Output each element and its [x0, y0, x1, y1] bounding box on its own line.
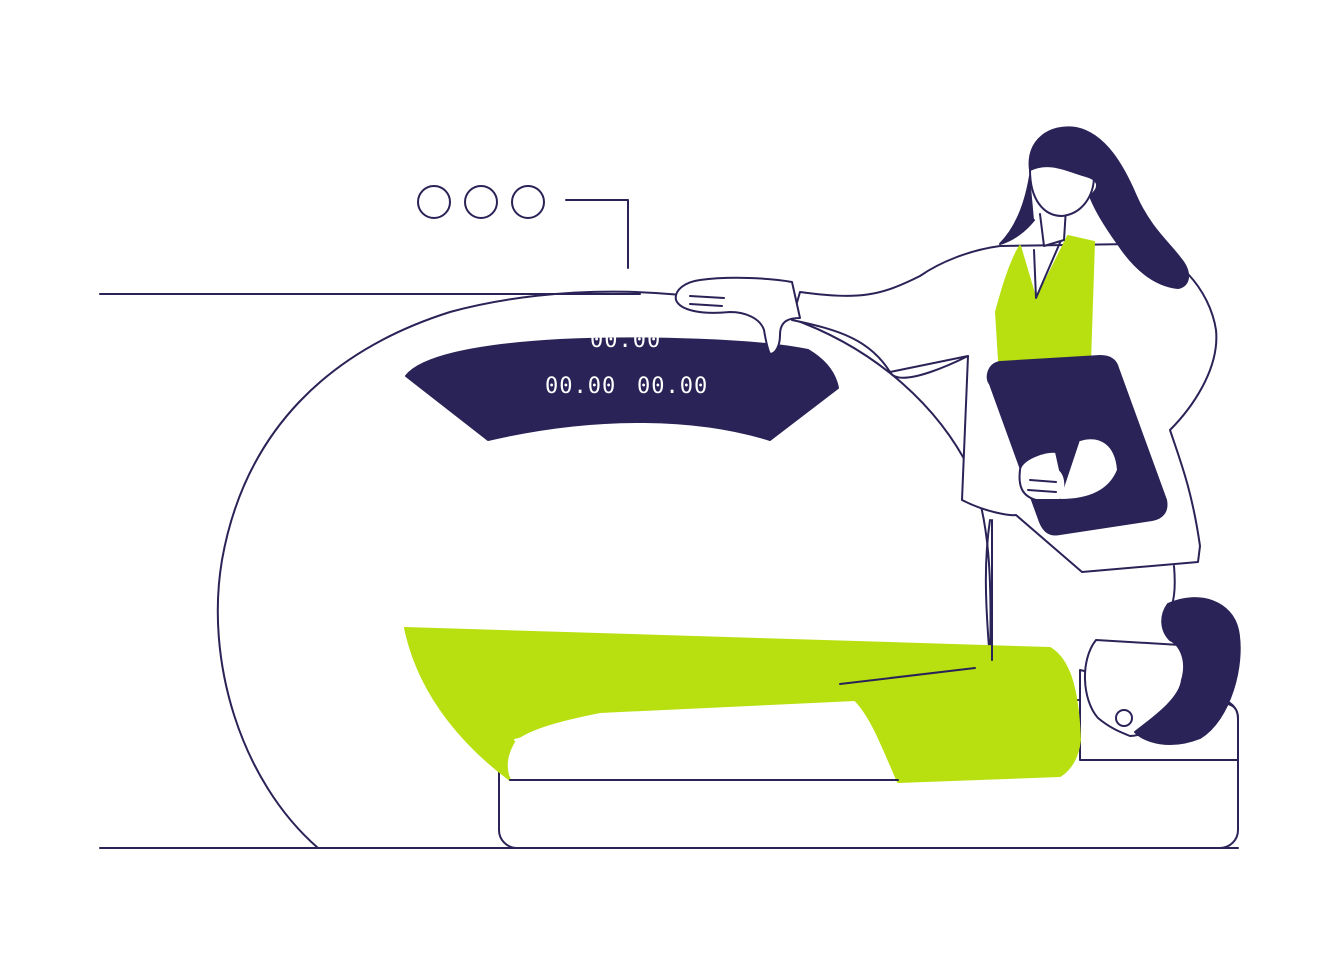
doctor-fingers — [689, 295, 725, 307]
patient-arm — [514, 735, 583, 745]
scanner-display — [405, 337, 839, 441]
doctor-hair — [1028, 126, 1189, 289]
scanner-bore — [984, 519, 991, 661]
scanner-readout-bottom-right: 00.00 — [637, 374, 709, 399]
doctor-forearm — [1059, 437, 1119, 501]
patient-blanket — [404, 627, 1081, 783]
patient-hair — [1134, 597, 1241, 745]
doctor-hair — [999, 175, 1035, 245]
indicator-light-icon — [417, 185, 451, 219]
doctor-shirt — [995, 235, 1095, 377]
indicator-light-icon — [511, 185, 545, 219]
indicator-cable — [565, 199, 629, 269]
patient-blanket-fold — [839, 667, 976, 685]
scanner-readout-top: 00.00 — [590, 328, 662, 353]
indicator-light-icon — [464, 185, 498, 219]
doctor-collar — [1033, 237, 1063, 299]
patient-ear — [1115, 709, 1133, 727]
doctor-fingers — [1027, 479, 1057, 493]
doctor-coat-seam — [889, 355, 969, 373]
doctor-neck — [1039, 207, 1067, 247]
scanner-readout-bottom-left: 00.00 — [545, 374, 617, 399]
doctor-leg — [1167, 565, 1176, 613]
indicator-lights — [417, 185, 545, 219]
